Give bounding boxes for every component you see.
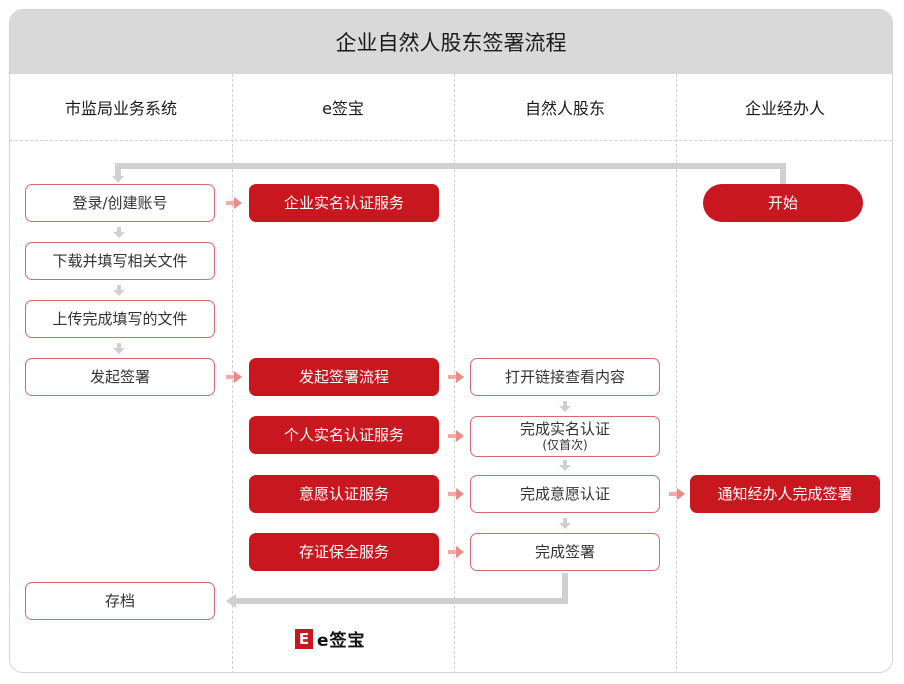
start-flow-box: 发起签署流程 (249, 358, 439, 396)
lane-header-esign: e签宝 (322, 99, 364, 118)
open-link-box: 打开链接查看内容 (470, 358, 660, 396)
lane-divider (676, 74, 677, 672)
start-loop-arrowhead (112, 176, 124, 183)
complete-sign-box: 完成签署 (470, 533, 660, 571)
header-divider (10, 140, 892, 141)
start-box: 开始 (703, 184, 863, 222)
down-arrow-icon (559, 401, 571, 412)
down-arrow-icon (113, 227, 125, 238)
notify-box: 通知经办人完成签署 (690, 475, 880, 513)
lane-header-agent: 企业经办人 (744, 99, 825, 118)
lane-divider (454, 74, 455, 672)
esign-logo: E e签宝 (295, 626, 366, 651)
down-arrow-icon (559, 460, 571, 471)
right-arrow-icon (448, 371, 464, 383)
archive-loop-connector (234, 573, 568, 604)
login-box: 登录/创建账号 (25, 184, 215, 222)
intent-auth-box: 意愿认证服务 (249, 475, 439, 513)
lane-header-registry: 市监局业务系统 (64, 99, 177, 118)
down-arrow-icon (113, 285, 125, 296)
evidence-box: 存证保全服务 (249, 533, 439, 571)
complete-intent-box: 完成意愿认证 (470, 475, 660, 513)
down-arrow-icon (113, 343, 125, 354)
personal-auth-box: 个人实名认证服务 (249, 416, 439, 454)
right-arrow-icon (448, 488, 464, 500)
archive-box: 存档 (25, 582, 215, 620)
esign-logo-text: e签宝 (317, 631, 366, 651)
right-arrow-icon (226, 197, 242, 209)
complete-auth-label: 完成实名认证 (519, 420, 610, 439)
esign-logo-mark: E (295, 628, 313, 649)
swimlanes: 市监局业务系统 e签宝 自然人股东 企业经办人 (10, 74, 892, 672)
right-arrow-icon (669, 488, 685, 500)
down-arrow-icon (559, 518, 571, 529)
download-box: 下载并填写相关文件 (25, 242, 215, 280)
corp-auth-box: 企业实名认证服务 (249, 184, 439, 222)
complete-auth-note: (仅首次) (542, 438, 588, 453)
archive-loop-arrowhead (226, 594, 236, 608)
lane-divider (232, 74, 233, 672)
upload-box: 上传完成填写的文件 (25, 300, 215, 338)
start-loop-connector (115, 163, 786, 184)
initiate-box: 发起签署 (25, 358, 215, 396)
right-arrow-icon (448, 546, 464, 558)
right-arrow-icon (226, 371, 242, 383)
complete-auth-box: 完成实名认证 (仅首次) (470, 416, 660, 457)
lane-header-shareholder: 自然人股东 (524, 99, 605, 118)
right-arrow-icon (448, 430, 464, 442)
diagram-frame: 企业自然人股东签署流程 市监局业务系统 e签宝 自然人股东 企业经办人 (9, 9, 893, 673)
diagram-title: 企业自然人股东签署流程 (10, 10, 892, 74)
